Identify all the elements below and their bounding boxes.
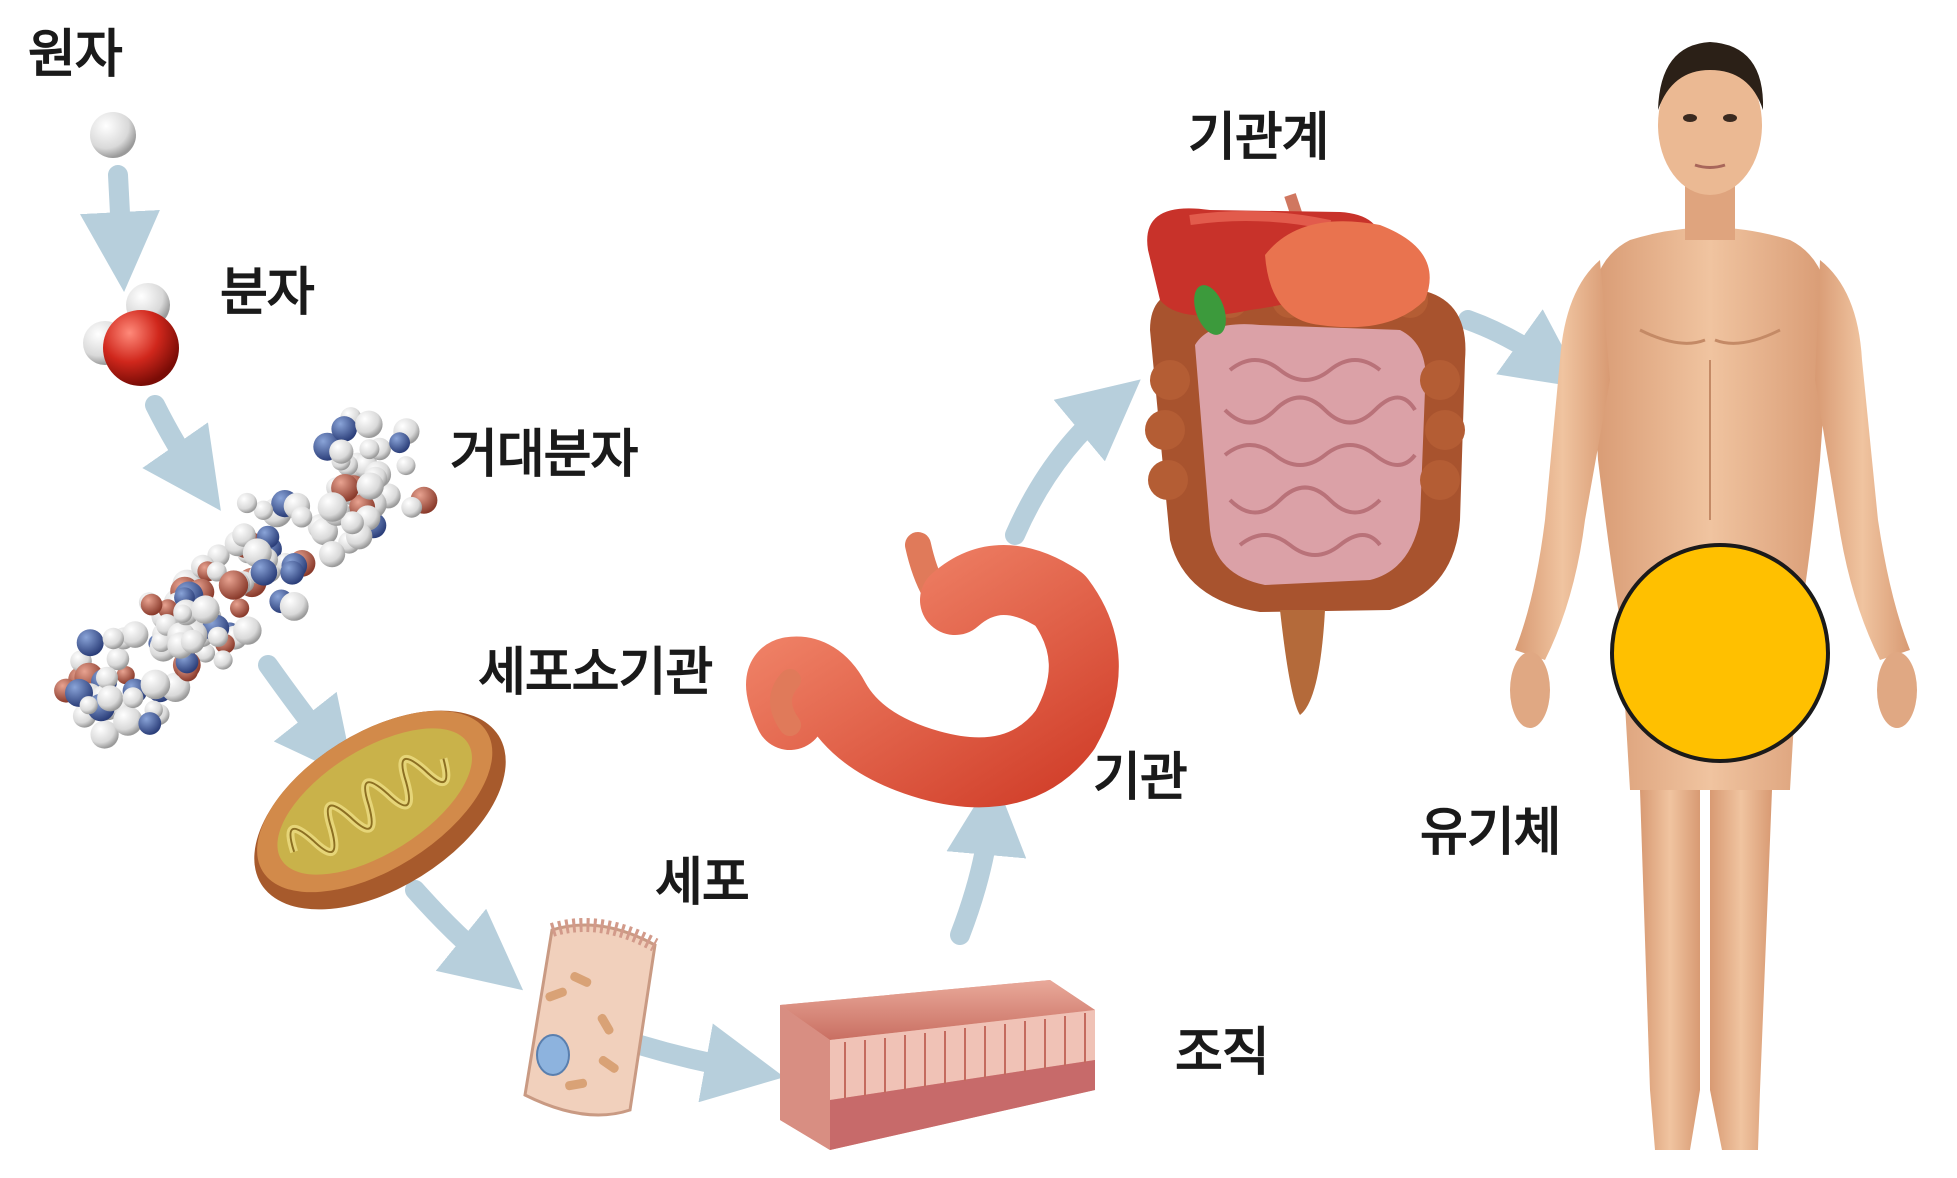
tissue-illustration (780, 980, 1095, 1150)
arrow-organ-system-to-organism (1468, 320, 1552, 365)
arrow-tissue-to-organ (960, 815, 990, 935)
arrow-molecule-to-macromolecule (155, 405, 198, 478)
arrow-atom-to-molecule (118, 175, 122, 252)
organ-system-illustration (1145, 195, 1465, 715)
arrow-macromolecule-to-organelle (268, 665, 330, 748)
organism-illustration (1510, 42, 1917, 1150)
cell-illustration (525, 925, 655, 1115)
organ-illustration (781, 545, 1084, 772)
label-organ-system: 기관계 (1188, 95, 1329, 170)
label-molecule: 분자 (220, 250, 314, 325)
molecule-illustration (83, 283, 179, 386)
arrow-cell-to-tissue (640, 1045, 745, 1070)
label-organism: 유기체 (1420, 790, 1561, 865)
label-tissue: 조직 (1175, 1010, 1269, 1085)
label-organ: 기관 (1093, 735, 1187, 810)
label-macromolecule: 거대분자 (450, 412, 637, 487)
macromolecule-illustration (54, 407, 437, 749)
label-organelle: 세포소기관 (478, 630, 712, 705)
label-atom: 원자 (28, 12, 122, 87)
label-cell: 세포 (655, 840, 749, 915)
organelle-illustration (220, 670, 540, 951)
arrow-organ-to-organ-system (1015, 405, 1110, 535)
atom-illustration (90, 112, 136, 158)
censor-circle (1612, 545, 1828, 761)
arrow-organelle-to-cell (415, 890, 492, 965)
